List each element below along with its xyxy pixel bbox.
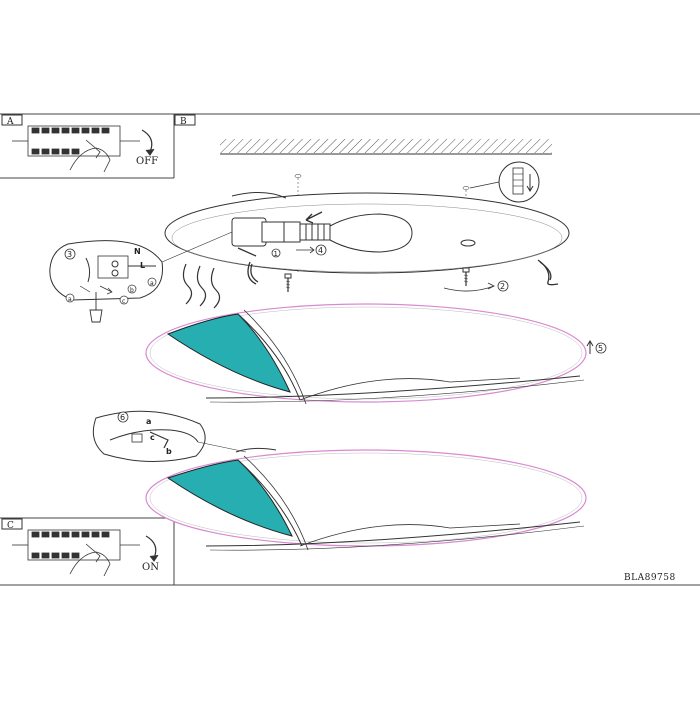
switch-on-label: ON — [142, 562, 159, 573]
glass-accent-2 — [166, 459, 293, 537]
panel-a: A OFF — [1, 114, 158, 173]
step-1-number: 1 — [274, 250, 278, 258]
breaker-strip-a — [12, 125, 140, 173]
panel-a-tag — [1, 114, 23, 126]
diagram-frame — [0, 113, 700, 586]
breaker-strip-c — [12, 529, 140, 577]
wire-neutral-label: N — [134, 247, 141, 256]
clip-detail: 6 a c b — [92, 410, 247, 462]
rotate-arrow-on-icon — [145, 535, 157, 559]
panel-a-label: A — [6, 117, 14, 127]
switch-off-label: OFF — [136, 156, 158, 167]
screw-right — [462, 267, 470, 286]
lamp-socket — [231, 217, 331, 247]
clip-step-b: b — [166, 447, 172, 456]
step-6-number: 6 — [120, 413, 125, 422]
wire-step-c: c — [122, 298, 125, 305]
step-5-number: 5 — [598, 344, 603, 353]
step-4-number: 4 — [318, 246, 323, 255]
glass-shade-2 — [145, 447, 587, 551]
glass-shade-1 — [145, 303, 587, 405]
wire-step-b: b — [130, 287, 134, 294]
step-marker-2: 2 — [443, 280, 509, 292]
step-2-number: 2 — [500, 282, 505, 291]
wall-plug-detail — [469, 161, 540, 203]
panel-c-tag — [1, 518, 23, 530]
screw-left — [284, 273, 292, 292]
panel-c-label: C — [7, 521, 14, 531]
step-marker-5: 5 — [586, 340, 607, 354]
step-marker-1: 1 — [271, 248, 281, 258]
panel-b-tag — [174, 114, 196, 126]
panel-b-label: B — [180, 117, 187, 127]
step-3-number: 3 — [67, 250, 72, 259]
panel-c: C ON — [1, 518, 159, 577]
ceiling-hatch — [220, 139, 552, 153]
screwdriver-icon — [89, 292, 103, 323]
insert-arrow-icon — [305, 211, 323, 224]
clip-step-c: c — [150, 433, 155, 442]
step-marker-4: 4 — [296, 244, 327, 256]
wire-step-a-2: a — [68, 296, 72, 303]
rotate-arrow-off-icon — [141, 129, 153, 153]
loose-wires — [182, 263, 221, 309]
panel-b: B — [49, 114, 607, 551]
mounting-hooks — [237, 247, 559, 286]
glass-accent-1 — [166, 313, 291, 393]
wire-live-label: L — [140, 261, 145, 270]
light-bulb — [329, 213, 413, 253]
wire-step-a: a — [150, 280, 154, 287]
model-code: BLA89758 — [624, 573, 676, 583]
wiring-detail: 3 N L a b c a — [49, 231, 233, 323]
clip-step-a: a — [146, 417, 151, 426]
